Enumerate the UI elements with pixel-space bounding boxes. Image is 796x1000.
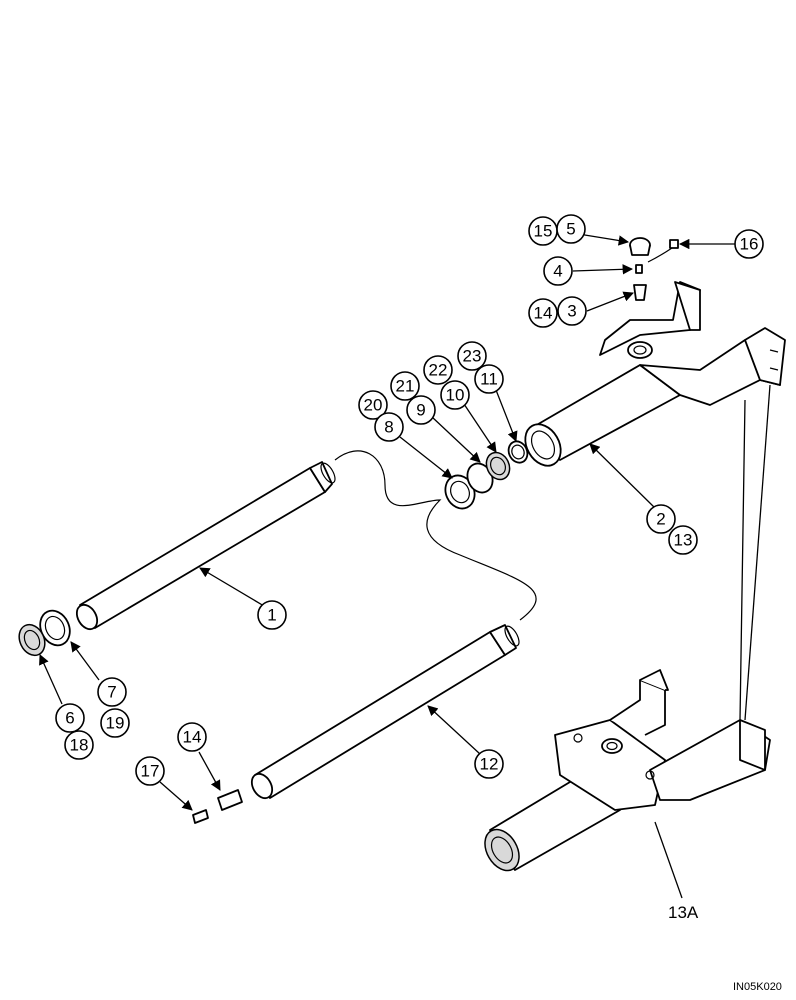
svg-text:14: 14 bbox=[534, 304, 553, 323]
svg-text:18: 18 bbox=[70, 736, 89, 755]
callout-3: 3 bbox=[557, 296, 587, 326]
svg-text:22: 22 bbox=[429, 361, 448, 380]
svg-text:3: 3 bbox=[567, 302, 576, 321]
callout-8: 8 bbox=[374, 412, 404, 442]
callout-22: 22 bbox=[423, 355, 453, 385]
callout-10: 10 bbox=[440, 380, 470, 410]
callout-23: 23 bbox=[457, 341, 487, 371]
svg-text:7: 7 bbox=[107, 683, 116, 702]
svg-text:8: 8 bbox=[384, 418, 393, 437]
callout-16: 16 bbox=[734, 229, 764, 259]
svg-text:17: 17 bbox=[141, 762, 160, 781]
fittings-stack bbox=[629, 237, 679, 301]
callout-21: 21 bbox=[390, 371, 420, 401]
figure-code: IN05K020 bbox=[733, 981, 782, 993]
svg-text:16: 16 bbox=[740, 235, 759, 254]
svg-text:11: 11 bbox=[480, 370, 498, 389]
svg-text:12: 12 bbox=[480, 755, 499, 774]
svg-text:21: 21 bbox=[396, 377, 415, 396]
assembly-label: 13A bbox=[668, 903, 699, 922]
callout-17: 15 bbox=[528, 216, 558, 246]
routing-line bbox=[334, 450, 537, 621]
svg-text:4: 4 bbox=[553, 262, 562, 281]
callout-15: 17 bbox=[135, 756, 165, 786]
pin-part-1 bbox=[75, 461, 336, 631]
callout-13: 13 bbox=[668, 525, 698, 555]
svg-text:9: 9 bbox=[416, 401, 425, 420]
callout-12: 12 bbox=[474, 749, 504, 779]
callout-18: 18 bbox=[64, 730, 94, 760]
svg-text:2: 2 bbox=[656, 510, 665, 529]
callout-11: 11 bbox=[474, 364, 504, 394]
svg-text:14: 14 bbox=[183, 728, 202, 747]
svg-text:19: 19 bbox=[106, 714, 125, 733]
leader-lines bbox=[39, 230, 736, 899]
svg-text:13: 13 bbox=[674, 531, 693, 550]
callout-7: 7 bbox=[97, 677, 127, 707]
svg-text:20: 20 bbox=[364, 396, 383, 415]
callout-2: 2 bbox=[646, 504, 676, 534]
callout-14-upper: 14 bbox=[528, 298, 558, 328]
pin-part-12 bbox=[250, 624, 520, 800]
callout-4: 4 bbox=[543, 256, 573, 286]
callout-6: 6 bbox=[55, 703, 85, 733]
callout-20: 20 bbox=[358, 390, 388, 420]
callout-1: 1 bbox=[257, 600, 287, 630]
svg-text:10: 10 bbox=[446, 386, 465, 405]
callout-9: 9 bbox=[406, 395, 436, 425]
callout-14-lower: 14 bbox=[177, 722, 207, 752]
axle-housing-part-2 bbox=[524, 281, 786, 467]
callout-5: 5 bbox=[556, 214, 586, 244]
svg-text:1: 1 bbox=[267, 606, 276, 625]
lower-fittings bbox=[192, 789, 243, 824]
seal-set bbox=[444, 440, 529, 510]
svg-text:5: 5 bbox=[566, 220, 575, 239]
svg-text:23: 23 bbox=[463, 347, 482, 366]
svg-text:6: 6 bbox=[65, 709, 74, 728]
svg-text:15: 15 bbox=[534, 222, 553, 241]
bushings-6-7 bbox=[18, 609, 71, 657]
callout-19: 19 bbox=[100, 708, 130, 738]
assembly-13a bbox=[484, 384, 771, 872]
